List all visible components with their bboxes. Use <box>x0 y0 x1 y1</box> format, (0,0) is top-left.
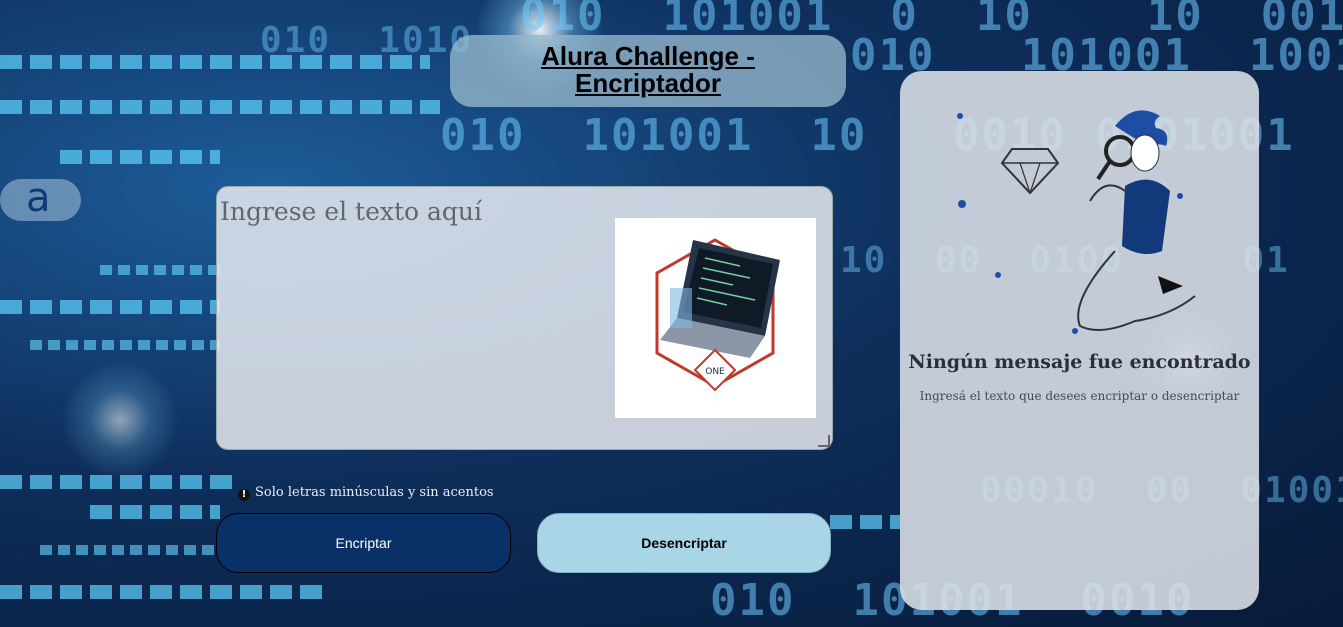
one-badge-text: ONE <box>705 367 725 377</box>
output-panel: Ningún mensaje fue encontrado Ingresá el… <box>900 71 1259 610</box>
exclamation-circle-icon: ! <box>238 489 250 501</box>
no-message-subtitle: Ingresá el texto que desees encriptar o … <box>919 389 1240 403</box>
laptop-illustration: ONE <box>615 218 816 418</box>
page-title: Alura Challenge - Encriptador <box>541 41 755 98</box>
hint-text: Solo letras minúsculas y sin acentos <box>255 485 494 500</box>
header-banner: Alura Challenge - Encriptador <box>450 35 846 107</box>
no-message-title: Ningún mensaje fue encontrado <box>908 351 1251 373</box>
text-input-area[interactable]: Ingrese el texto aquí ONE <box>216 186 833 450</box>
alura-logo: a <box>0 175 81 221</box>
encrypt-button[interactable]: Encriptar <box>216 513 511 573</box>
input-hint: ! Solo letras minúsculas y sin acentos <box>238 485 494 501</box>
decrypt-button[interactable]: Desencriptar <box>537 513 831 573</box>
resize-handle[interactable] <box>818 435 830 447</box>
person-magnifier-illustration <box>940 91 1230 356</box>
logo-glyph: a <box>26 175 51 221</box>
text-input-placeholder: Ingrese el texto aquí <box>220 197 483 226</box>
